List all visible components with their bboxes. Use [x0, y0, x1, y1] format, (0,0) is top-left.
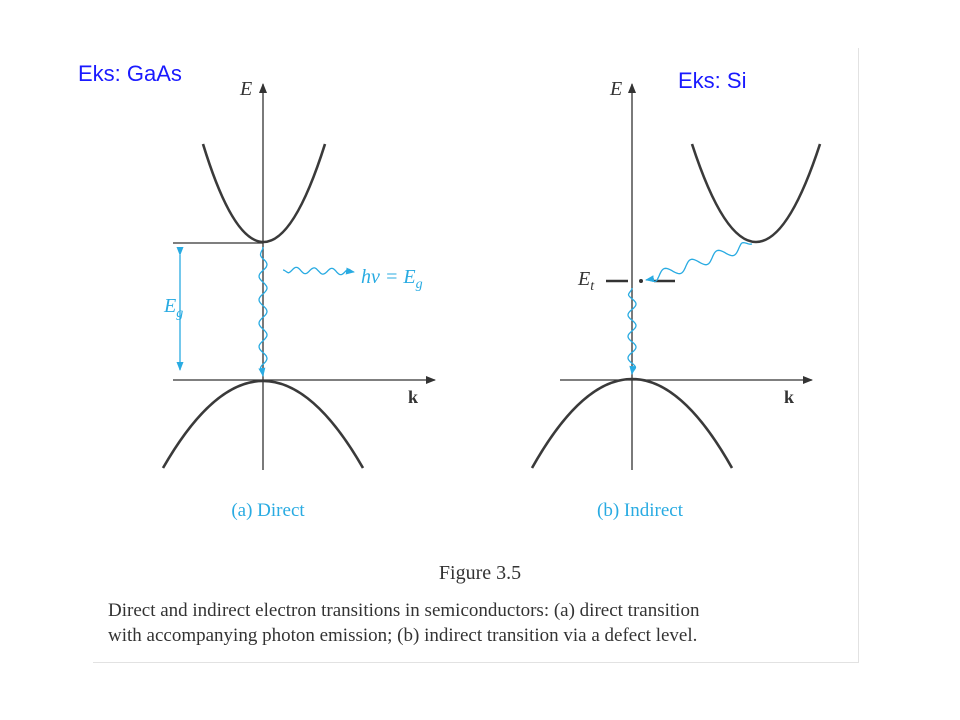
caption-line-1: Direct and indirect electron transitions…: [108, 600, 700, 621]
figure-panel: [93, 48, 859, 663]
k-axis-label-b: k: [784, 387, 794, 407]
conduction-band-a: [201, 143, 327, 244]
trap-capture-wave: [645, 241, 753, 283]
panel-direct: Eg hν = Eg E k (a) Direct: [161, 78, 436, 521]
trap-emission-wave: [627, 287, 637, 375]
energy-axis-label-a: E: [239, 78, 252, 100]
conduction-band-b: [690, 143, 822, 244]
figure-number: Figure 3.5: [438, 562, 522, 584]
figure-caption: Direct and indirect electron transitions…: [108, 598, 853, 648]
valence-band-b: [530, 377, 734, 469]
trap-label: Et: [577, 268, 595, 294]
panel-indirect: Et E k (b) Indirect: [530, 78, 822, 521]
photon-emission-wave: [282, 266, 355, 276]
trap-state-dot: [639, 279, 643, 283]
caption-line-2: with accompanying photon emission; (b) i…: [108, 625, 698, 646]
annotation-gaas: Eks: GaAs: [78, 61, 182, 86]
photon-label: hν = Eg: [361, 266, 423, 292]
caption-indirect: (b) Indirect: [597, 500, 684, 521]
gap-label: Eg: [163, 295, 183, 321]
recombination-wave-a: [258, 246, 268, 377]
annotation-si: Eks: Si: [678, 68, 747, 93]
k-axis-label-a: k: [408, 387, 418, 407]
caption-direct: (a) Direct: [231, 500, 305, 521]
valence-band-a: [161, 379, 365, 469]
energy-axis-label-b: E: [609, 78, 622, 100]
